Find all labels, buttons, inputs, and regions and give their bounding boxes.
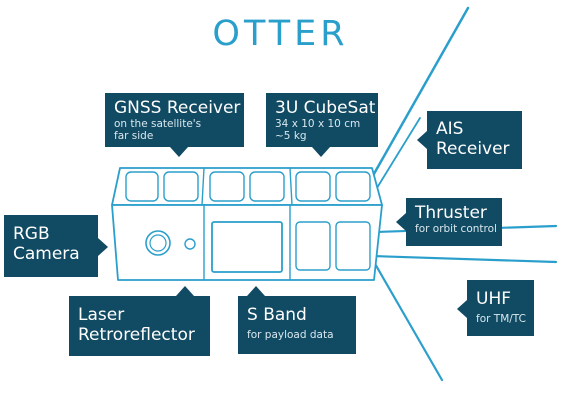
uhf-sub: for TM/TC [476, 313, 526, 325]
solar-panel [335, 171, 371, 202]
satellite-top-face [111, 167, 383, 206]
laser-retroreflector [184, 238, 196, 250]
solar-panel [163, 171, 199, 202]
solar-panel [249, 171, 285, 202]
solar-panel [209, 171, 245, 202]
satellite-front-face [111, 204, 383, 281]
ais-antenna-secondary [371, 117, 421, 197]
s-band-pointer [247, 286, 265, 296]
ais-pointer [417, 131, 427, 149]
gnss-sub-line-1: on the satellite's [114, 118, 202, 130]
uhf-title: UHF [476, 289, 512, 309]
callout-uhf: UHF for TM/TC [467, 280, 534, 336]
cubesat-title: 3U CubeSat [275, 98, 376, 118]
rgb-camera-lens [145, 230, 171, 256]
callout-gnss-receiver: GNSS Receiver on the satellite's far sid… [105, 93, 244, 147]
thruster-title: Thruster [415, 203, 487, 223]
diagram-title: OTTER [212, 14, 349, 54]
uhf-antenna-1 [370, 254, 558, 264]
callout-rgb-camera: RGB Camera [4, 215, 98, 277]
s-band-sub: for payload data [247, 329, 334, 341]
laser-pointer [176, 286, 194, 296]
gnss-title: GNSS Receiver [114, 98, 241, 118]
cubesat-mass: ~5 kg [275, 130, 307, 142]
callout-cubesat: 3U CubeSat 34 x 10 x 10 cm ~5 kg [266, 93, 378, 147]
side-panel [335, 221, 371, 271]
cubesat-pointer [312, 147, 330, 157]
thruster-sub: for orbit control [415, 223, 497, 235]
side-panel [295, 221, 331, 271]
callout-thruster: Thruster for orbit control [406, 198, 502, 246]
rgb-line-2: Camera [13, 244, 80, 264]
gnss-sub-line-2: far side [114, 130, 154, 142]
ais-line-1: AIS [436, 119, 464, 139]
callout-s-band: S Band for payload data [238, 296, 356, 354]
thruster-pointer [396, 213, 406, 231]
gnss-pointer [170, 147, 188, 157]
laser-line-1: Laser [78, 305, 125, 325]
s-band-title: S Band [247, 305, 307, 325]
rgb-pointer [98, 238, 108, 256]
ais-antenna [360, 6, 470, 197]
callout-laser-retroreflector: Laser Retroreflector [69, 296, 210, 356]
uhf-antenna-2 [372, 260, 444, 382]
callout-ais-receiver: AIS Receiver [427, 111, 522, 169]
laser-line-2: Retroreflector [78, 325, 195, 345]
uhf-pointer [457, 300, 467, 318]
solar-panel [295, 171, 331, 202]
cubesat-dimensions: 34 x 10 x 10 cm [275, 118, 361, 130]
s-band-antenna [211, 221, 283, 273]
solar-panel [125, 171, 159, 202]
ais-line-2: Receiver [436, 139, 510, 159]
rgb-line-1: RGB [13, 224, 50, 244]
